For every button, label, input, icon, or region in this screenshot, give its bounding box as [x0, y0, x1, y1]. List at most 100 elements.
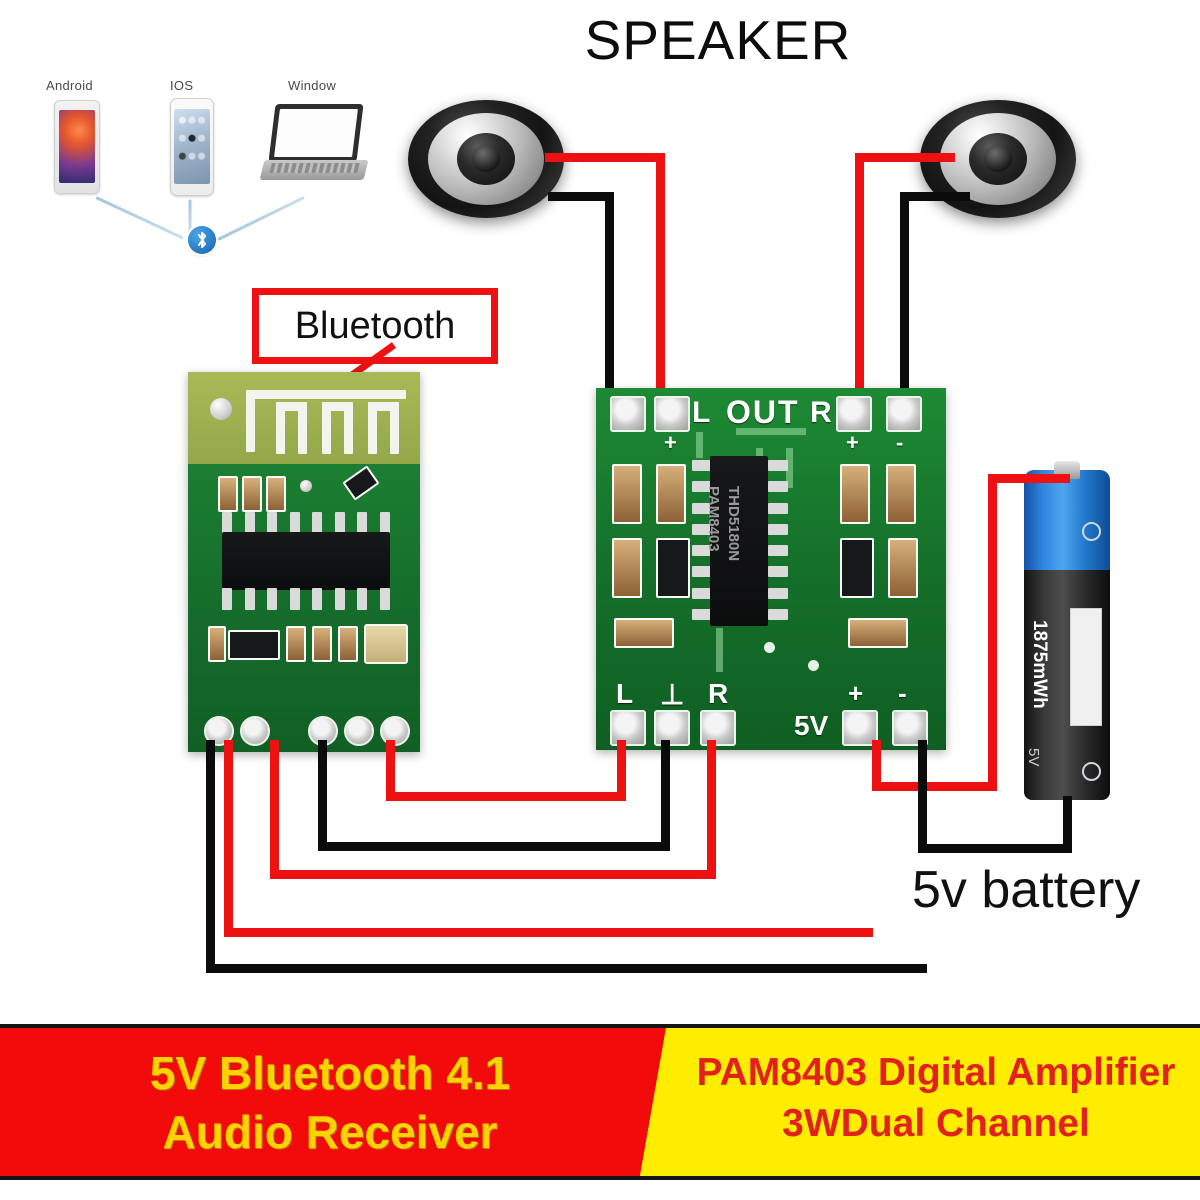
- page-title: SPEAKER: [0, 8, 1200, 72]
- speaker-title-text: SPEAKER: [584, 9, 852, 71]
- amp-in-pad-r: [700, 710, 736, 746]
- amp-trace: [716, 628, 723, 672]
- bt-smd-component: [342, 465, 380, 501]
- battery-voltage-label: 5V: [1025, 748, 1042, 767]
- bluetooth-callout-label: Bluetooth: [294, 304, 456, 347]
- connection-ray-android: [95, 196, 184, 240]
- amp-silk-out-left: L: [692, 396, 711, 429]
- battery-info-sticker: [1070, 608, 1102, 726]
- wire-right-speaker-negative-v: [900, 192, 909, 408]
- amp-out-pad-l-neg: [610, 396, 646, 432]
- amp-silk-minus-right: -: [896, 430, 904, 455]
- wire-left-speaker-negative-h: [548, 192, 614, 201]
- amp-silk-in-l: L: [616, 678, 634, 709]
- device-label-ios: IOS: [170, 78, 194, 93]
- antenna-trace: [390, 402, 399, 454]
- battery-capacity-label: 1875mWh: [1029, 620, 1050, 709]
- speaker-right-dome: [984, 145, 1012, 172]
- antenna-trace: [298, 402, 307, 454]
- laptop-base: [259, 160, 369, 180]
- speaker-right: [920, 100, 1076, 218]
- bt-smd-component: [208, 626, 226, 662]
- connection-ray-ios: [188, 199, 192, 234]
- banner-right-line2: 3WDual Channel: [782, 1101, 1090, 1145]
- wire-audio-r-v1: [270, 740, 279, 878]
- bluetooth-icon: [188, 226, 216, 254]
- battery-5v: 1875mWh 5V: [1024, 461, 1110, 800]
- bt-smd-component: [338, 626, 358, 662]
- battery-mark-top: [1082, 522, 1101, 541]
- banner-left-panel: [0, 1028, 666, 1176]
- amp-smd-component: [612, 538, 642, 598]
- amp-ic-body: PAM8403 THD5180N: [705, 456, 768, 626]
- speaker-left-dome: [472, 145, 500, 172]
- amp-smd-component: [614, 618, 674, 648]
- amp-silk-vcc-minus: -: [898, 678, 907, 708]
- amp-silk-5v: 5V: [794, 710, 829, 741]
- amp-trace: [696, 432, 703, 458]
- battery-callout-label: 5v battery: [912, 861, 1141, 919]
- antenna-trace: [322, 402, 352, 411]
- banner-right-text: PAM8403 Digital Amplifier 3WDual Channel: [680, 1048, 1192, 1149]
- laptop-screen: [274, 109, 358, 157]
- wire-bt-power-negative-v1: [206, 740, 215, 972]
- wire-battery-positive-top: [988, 474, 1070, 483]
- android-phone-icon: [54, 100, 100, 194]
- wire-audio-gnd-v1: [318, 740, 327, 850]
- amp-silk-gnd: ⊥: [660, 679, 685, 710]
- amp-silk-plus-right: +: [846, 430, 859, 455]
- amp-in-pad-gnd: [654, 710, 690, 746]
- banner-left-text: 5V Bluetooth 4.1 Audio Receiver: [0, 1044, 660, 1162]
- antenna-trace: [276, 402, 306, 411]
- banner-right-line1: PAM8403 Digital Amplifier: [696, 1051, 1176, 1094]
- bt-via: [300, 480, 312, 492]
- amp-out-pad-r-neg: [886, 396, 922, 432]
- ios-screen: [174, 109, 210, 184]
- antenna-trace: [276, 402, 285, 454]
- bt-smd-component: [312, 626, 332, 662]
- wire-battery-negative-v: [1063, 796, 1072, 852]
- wire-audio-l-v2: [617, 740, 626, 800]
- amp-smd-component: [656, 464, 686, 524]
- bt-pad-5: [380, 716, 410, 746]
- bt-ic-body: [222, 532, 390, 590]
- bluetooth-glyph: [198, 232, 206, 248]
- bt-ic-pins-top: [222, 512, 390, 534]
- wire-right-speaker-positive-v: [855, 153, 864, 408]
- bt-ic-pins-bottom: [222, 588, 390, 610]
- amp-via: [764, 642, 775, 653]
- pam8403-amplifier-board: L OUT R + + - PAM8403 THD5180N: [596, 388, 946, 750]
- amp-smd-component: [840, 464, 870, 524]
- wire-right-speaker-negative-h: [900, 192, 970, 201]
- bluetooth-receiver-board: [188, 372, 420, 752]
- laptop-icon: [259, 104, 369, 188]
- antenna-trace: [246, 390, 406, 399]
- wire-bt-power-positive-h: [224, 928, 873, 937]
- wire-battery-positive-v: [988, 474, 997, 790]
- amp-smd-component: [886, 464, 916, 524]
- bt-smd-component: [286, 626, 306, 662]
- bt-regulator-ic: [228, 630, 280, 660]
- amp-trace: [736, 428, 806, 435]
- bluetooth-callout-box: Bluetooth: [252, 288, 498, 364]
- bt-mounting-hole: [210, 398, 232, 420]
- bt-smd-component: [266, 476, 286, 512]
- wire-audio-r-h: [270, 870, 716, 879]
- amp-out-pad-l-pos: [654, 396, 690, 432]
- wire-audio-r-v2: [707, 740, 716, 878]
- amp-trace: [786, 448, 793, 488]
- connection-ray-window: [217, 196, 305, 241]
- amp-silk-vcc-plus: +: [848, 678, 864, 708]
- bt-smd-component: [242, 476, 262, 512]
- wire-battery-negative-h: [918, 844, 1072, 853]
- amp-silk-plus-left: +: [664, 430, 677, 455]
- wire-right-speaker-positive-h: [855, 153, 955, 162]
- speaker-left: [408, 100, 564, 218]
- wire-battery-positive-to-amp-v: [872, 740, 881, 790]
- source-devices-group: Android IOS Window: [18, 78, 378, 273]
- banner-left-line1: 5V Bluetooth 4.1: [149, 1047, 511, 1099]
- amp-silk-out: OUT: [726, 394, 800, 430]
- laptop-lid: [268, 104, 364, 162]
- amp-smd-component: [848, 618, 908, 648]
